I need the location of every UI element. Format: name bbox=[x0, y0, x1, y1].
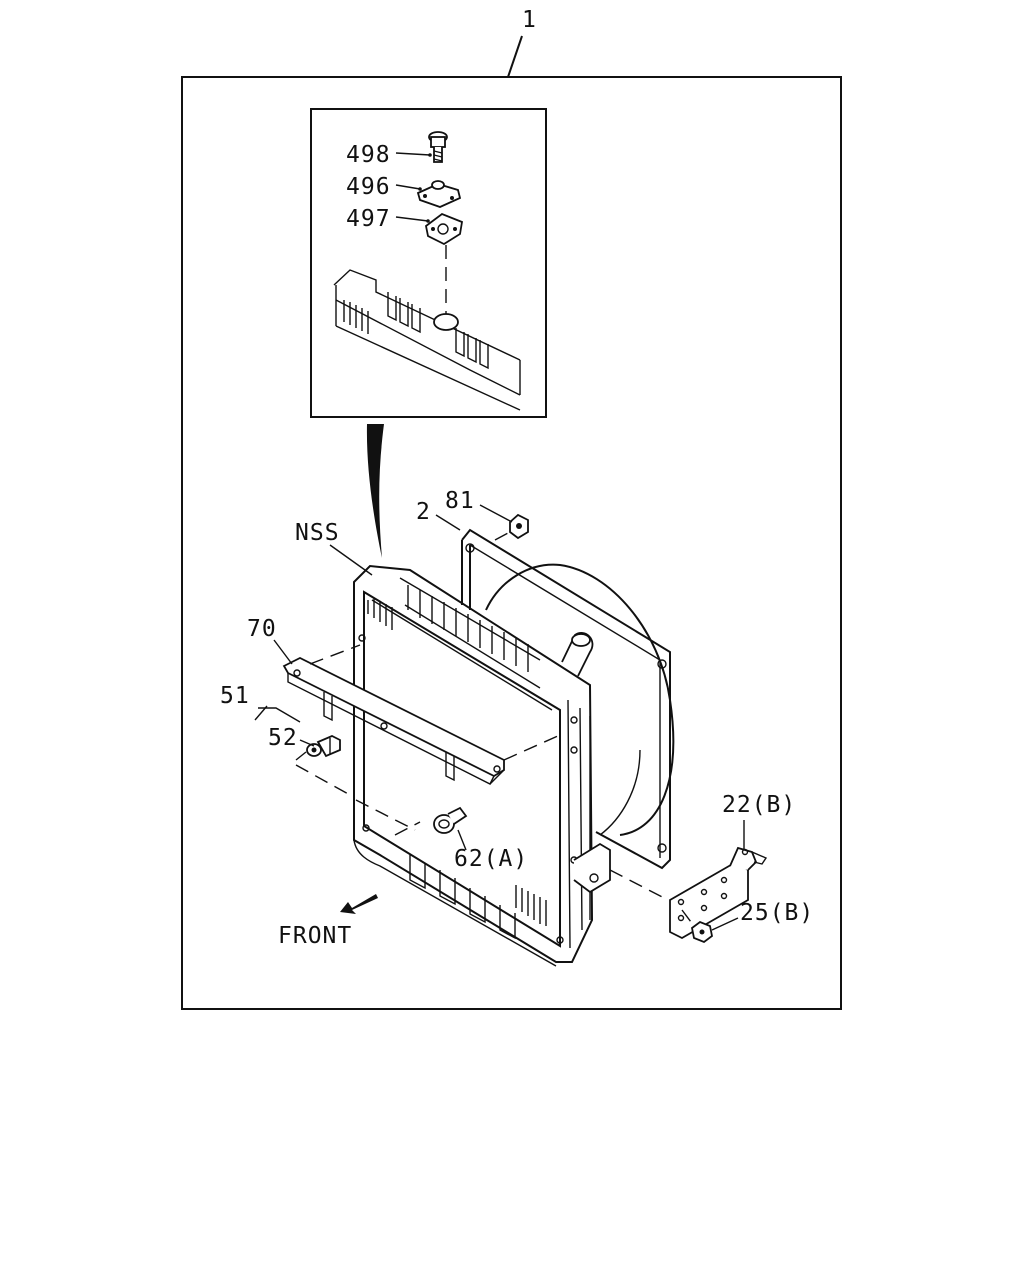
clamp-496 bbox=[416, 180, 462, 208]
assembly-frame bbox=[181, 76, 842, 1010]
front-arrow-icon bbox=[340, 894, 378, 914]
callout-81: 81 bbox=[445, 488, 475, 514]
nut-25b bbox=[691, 920, 713, 944]
callout-2: 2 bbox=[416, 499, 431, 525]
bolt-498 bbox=[428, 131, 448, 163]
callout-51: 51 bbox=[220, 683, 250, 709]
fan-shroud bbox=[461, 528, 675, 870]
front-label: FRONT bbox=[278, 923, 352, 949]
callout-70: 70 bbox=[247, 616, 277, 642]
bracket-70 bbox=[282, 656, 505, 785]
callout-62a: 62(A) bbox=[454, 846, 528, 872]
inset-radiator-top bbox=[333, 269, 521, 411]
callout-nss: NSS bbox=[295, 520, 340, 546]
callout-22b: 22(B) bbox=[722, 792, 796, 818]
nut-81 bbox=[494, 513, 529, 541]
bolt-52 bbox=[306, 735, 341, 758]
leader-1 bbox=[507, 35, 523, 78]
bolt-62 bbox=[433, 806, 468, 834]
callout-496: 496 bbox=[346, 174, 391, 200]
detail-inset bbox=[310, 108, 547, 418]
callout-1: 1 bbox=[522, 7, 537, 33]
callout-52: 52 bbox=[268, 725, 298, 751]
gasket-497 bbox=[425, 212, 464, 246]
radiator-body bbox=[353, 564, 611, 967]
detail-pointer bbox=[366, 424, 384, 558]
callout-498: 498 bbox=[346, 142, 391, 168]
callout-497: 497 bbox=[346, 206, 391, 232]
callout-25b: 25(B) bbox=[740, 900, 814, 926]
